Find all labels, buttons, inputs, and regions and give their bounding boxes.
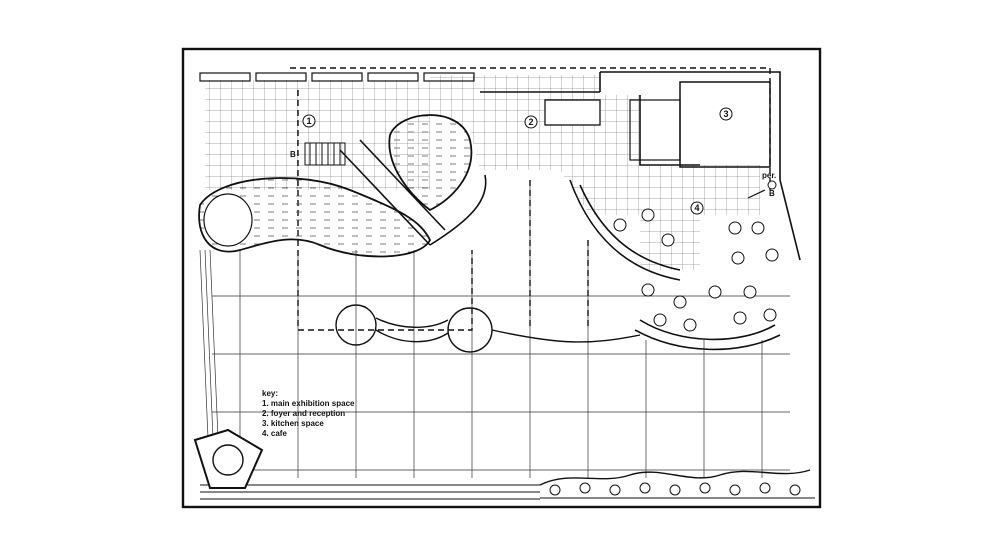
room-marker-2: 2 — [528, 117, 533, 127]
key-item-3: 3. kitchen space — [262, 419, 324, 428]
pentagon-fountain — [193, 428, 264, 489]
key-item-4: 4. cafe — [262, 429, 287, 438]
ramp-bridge — [339, 139, 487, 246]
room-markers: 1 2 3 4 — [302, 107, 733, 215]
fountain-pool — [203, 193, 253, 247]
entrance-arrow — [747, 189, 766, 199]
key-item-1: 1. main exhibition space — [262, 399, 355, 408]
stair-room-1 — [304, 142, 346, 166]
wc-block — [629, 99, 681, 161]
bottom-planting — [200, 469, 815, 500]
stair-label: B — [290, 150, 296, 159]
cafe-tables — [613, 208, 779, 332]
reception-desk — [544, 99, 601, 126]
key-item-2: 2. foyer and reception — [262, 409, 345, 418]
water-feature-curved — [198, 177, 432, 258]
cafe-walls — [569, 179, 781, 351]
entrance-label: per. — [762, 171, 776, 180]
skylight-strips — [199, 72, 475, 82]
room-marker-3: 3 — [723, 109, 728, 119]
garden-circles — [335, 304, 641, 353]
fountain-rosette — [212, 444, 244, 476]
entrance-sublabel: B — [769, 189, 775, 198]
water-feature-teardrop — [388, 114, 473, 212]
room-marker-1: 1 — [306, 116, 311, 126]
room-marker-4: 4 — [694, 203, 699, 213]
key-heading: key: — [262, 389, 278, 398]
plan-key: key: 1. main exhibition space 2. foyer a… — [262, 389, 355, 438]
